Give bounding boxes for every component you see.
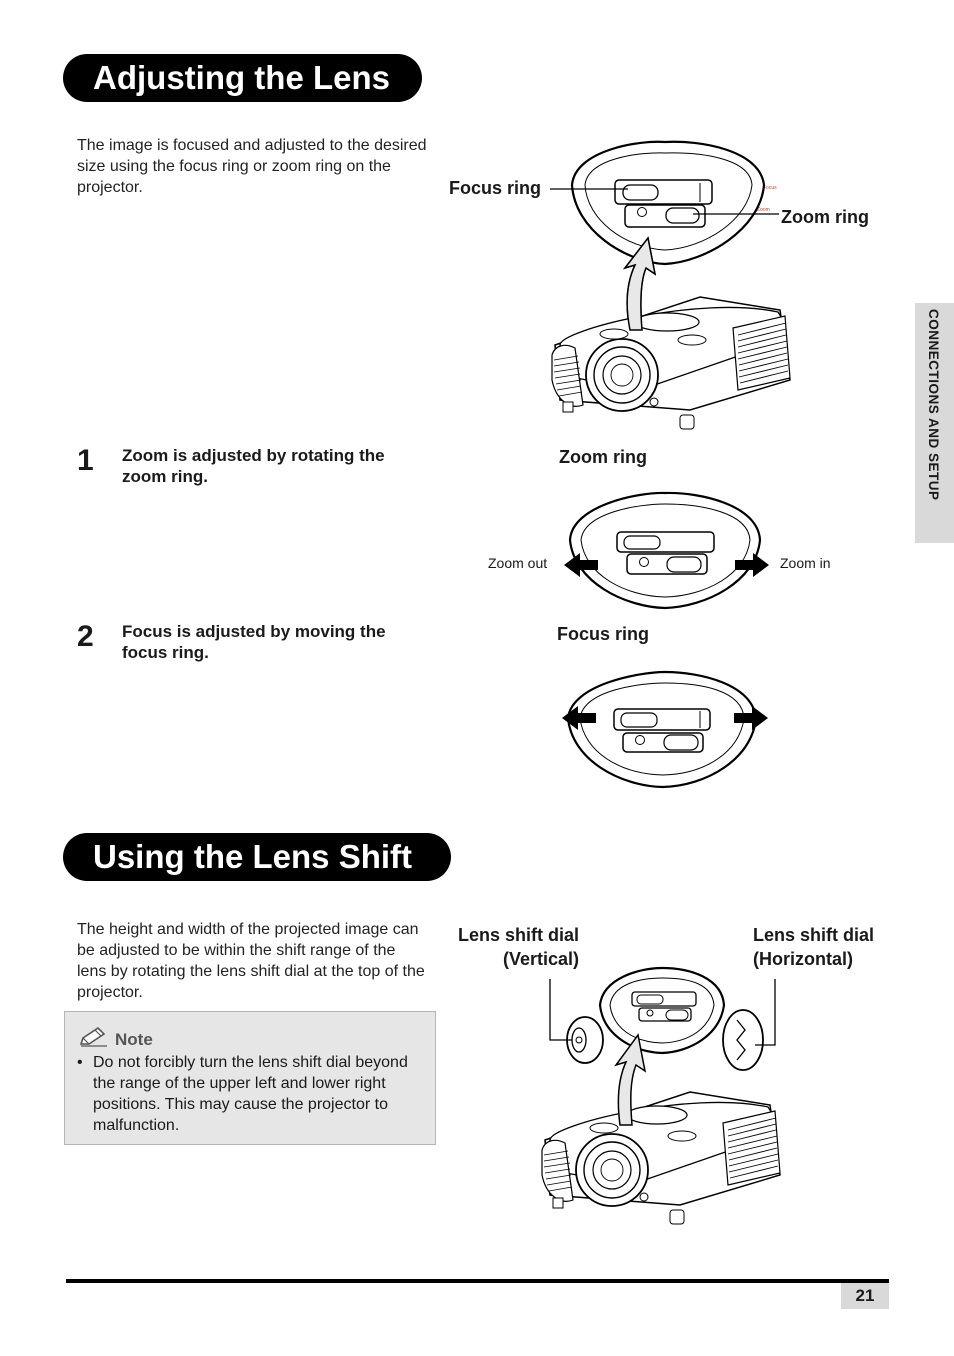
note-bullet-item: • Do not forcibly turn the lens shift di… <box>77 1052 427 1136</box>
zoom-ring-title: Zoom ring <box>559 447 647 467</box>
horizontal-dial-label: Lens shift dial (Horizontal) <box>753 923 874 971</box>
note-title: Note <box>115 1030 153 1049</box>
section-title-lens-shift: Using the Lens Shift <box>63 833 451 881</box>
tiny-focus-mark: Focus <box>763 185 777 191</box>
vertical-dial-label-line1: Lens shift dial <box>457 925 579 945</box>
focus-ring-title: Focus ring <box>557 624 650 644</box>
pencil-icon <box>79 1026 107 1047</box>
step-2-text: Focus is adjusted by moving the focus ri… <box>122 622 386 662</box>
focus-ring-label: Focus ring <box>449 178 542 198</box>
tiny-zoom-mark: Zoom <box>757 207 770 213</box>
note-box: Note • Do not forcibly turn the lens shi… <box>64 1011 436 1145</box>
zoom-in-label: Zoom in <box>780 555 831 571</box>
section-title-adjusting-lens: Adjusting the Lens <box>63 54 422 102</box>
side-tab-label: CONNECTIONS AND SETUP <box>926 309 941 501</box>
bullet-mark: • <box>77 1054 83 1071</box>
step-1-text: Zoom is adjusted by rotating the zoom ri… <box>122 446 385 486</box>
shift-intro-text: The height and width of the projected im… <box>77 921 425 1001</box>
horizontal-dial-label-line2: (Horizontal) <box>753 949 853 969</box>
lens-intro-text: The image is focused and adjusted to the… <box>77 137 427 196</box>
note-text: Do not forcibly turn the lens shift dial… <box>93 1054 408 1134</box>
step-2-number: 2 <box>77 620 94 653</box>
step-1-number: 1 <box>77 444 94 477</box>
page-number: 21 <box>841 1283 889 1309</box>
zoom-ring-label: Zoom ring <box>781 207 869 227</box>
vertical-dial-label-line2: (Vertical) <box>502 949 579 969</box>
zoom-out-label: Zoom out <box>488 555 548 571</box>
horizontal-dial-label-line1: Lens shift dial <box>753 925 875 945</box>
vertical-dial-label: Lens shift dial (Vertical) <box>451 923 579 971</box>
footer-rule <box>66 1279 889 1283</box>
section-side-tab: CONNECTIONS AND SETUP <box>915 303 954 543</box>
